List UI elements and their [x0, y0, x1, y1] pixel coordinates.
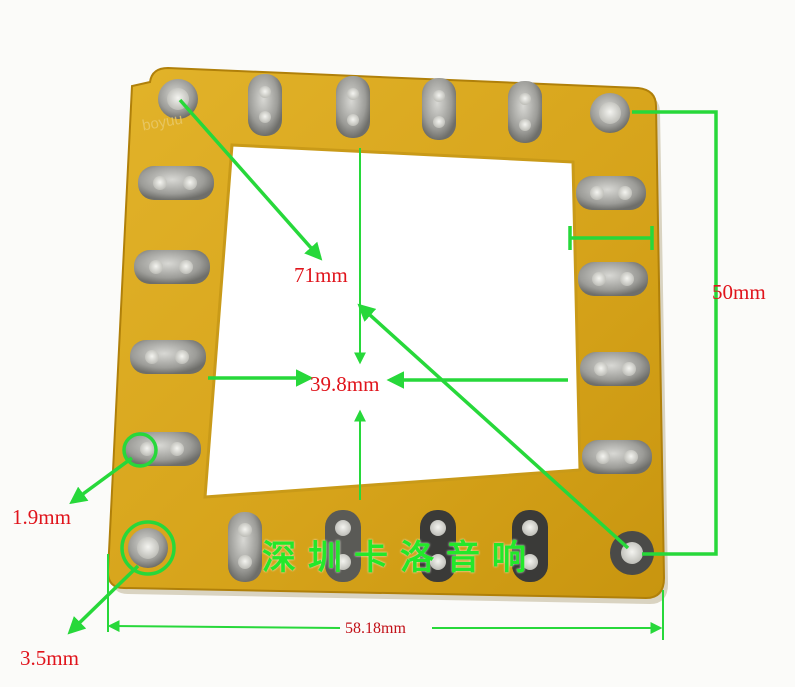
solder-pad-pair	[125, 432, 201, 466]
dimension-lines-thin	[107, 148, 664, 640]
solder-pad-pair	[420, 510, 456, 582]
pin-hole-arrow	[69, 456, 134, 505]
mount-hole-highlight	[120, 520, 176, 576]
mount-hole-label: 3.5mm	[20, 646, 79, 670]
mount-hole-top-right	[590, 93, 630, 133]
solder-pad-pair	[130, 340, 206, 374]
dimension-lines	[67, 98, 718, 635]
window-width-label: 39.8mm	[310, 372, 380, 396]
top-pads	[248, 74, 542, 143]
solder-pad-pair	[576, 176, 646, 210]
diagonal-arrow-lower	[357, 303, 630, 550]
solder-pad-pair	[580, 352, 650, 386]
right-pads	[576, 176, 652, 474]
pin-hole-highlight	[122, 432, 158, 468]
mount-hole-bottom-left	[128, 528, 168, 568]
width-label: 58.18mm	[345, 620, 406, 637]
solder-pad-pair	[582, 440, 652, 474]
solder-pad-pair	[228, 512, 262, 582]
solder-pad-pair	[134, 250, 210, 284]
diagonal-label: 71mm	[294, 263, 348, 287]
diagonal-arrow-upper	[178, 98, 323, 261]
solder-pad-pair	[138, 166, 214, 200]
solder-pad-pair	[512, 510, 548, 582]
solder-pad-pair	[248, 74, 282, 136]
height-label: 50mm	[712, 280, 766, 304]
left-pads	[125, 166, 214, 466]
solder-pad-pair	[422, 78, 456, 140]
solder-pad-pair	[578, 262, 648, 296]
solder-pad-pair	[336, 76, 370, 138]
solder-pad-pair	[325, 510, 361, 582]
height-bracket	[632, 110, 718, 556]
mount-hole-arrow	[67, 564, 140, 635]
bottom-pads	[228, 510, 548, 582]
width-arrow-left	[107, 620, 341, 633]
watermark-text: 深圳卡洛音响	[262, 538, 538, 578]
solder-pad-pair	[508, 81, 542, 143]
window-edge	[203, 143, 582, 499]
pin-hole-label: 1.9mm	[12, 505, 71, 529]
